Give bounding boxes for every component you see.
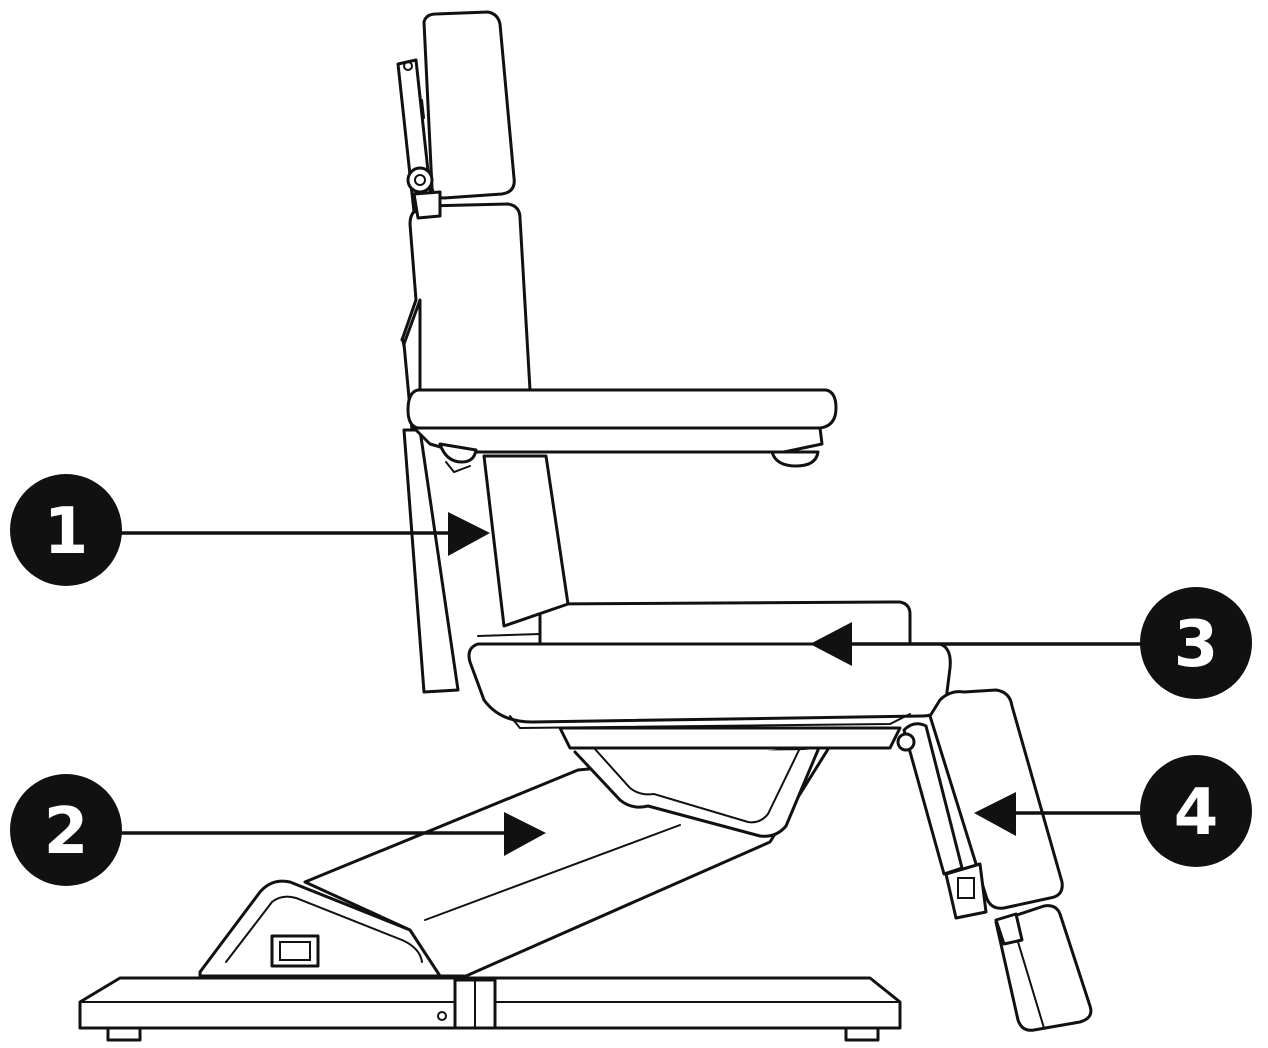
lift-base-housing [198,879,444,978]
callout-badge-4 [1140,755,1252,867]
callout-badge-2 [10,774,122,886]
callout-number-1: 1 [44,495,89,569]
arrowhead-3 [810,622,852,666]
callout-3: 3 [810,587,1252,699]
callout-4: 4 [974,755,1252,867]
callout-number-4: 4 [1174,776,1219,850]
callout-1: 1 [10,474,490,586]
arrowhead-1 [448,512,490,556]
lift-column [303,726,902,978]
base-plate [78,976,902,1042]
armrest [406,388,838,474]
callout-2: 2 [10,774,546,886]
callout-number-3: 3 [1174,608,1219,682]
arrowhead-2 [504,812,546,856]
backrest [396,10,570,694]
arrowhead-4 [974,792,1016,836]
callout-number-2: 2 [44,795,89,869]
callout-badge-3 [1140,587,1252,699]
seat [467,600,952,730]
leg-rest [896,688,1093,1032]
callout-badge-1 [10,474,122,586]
